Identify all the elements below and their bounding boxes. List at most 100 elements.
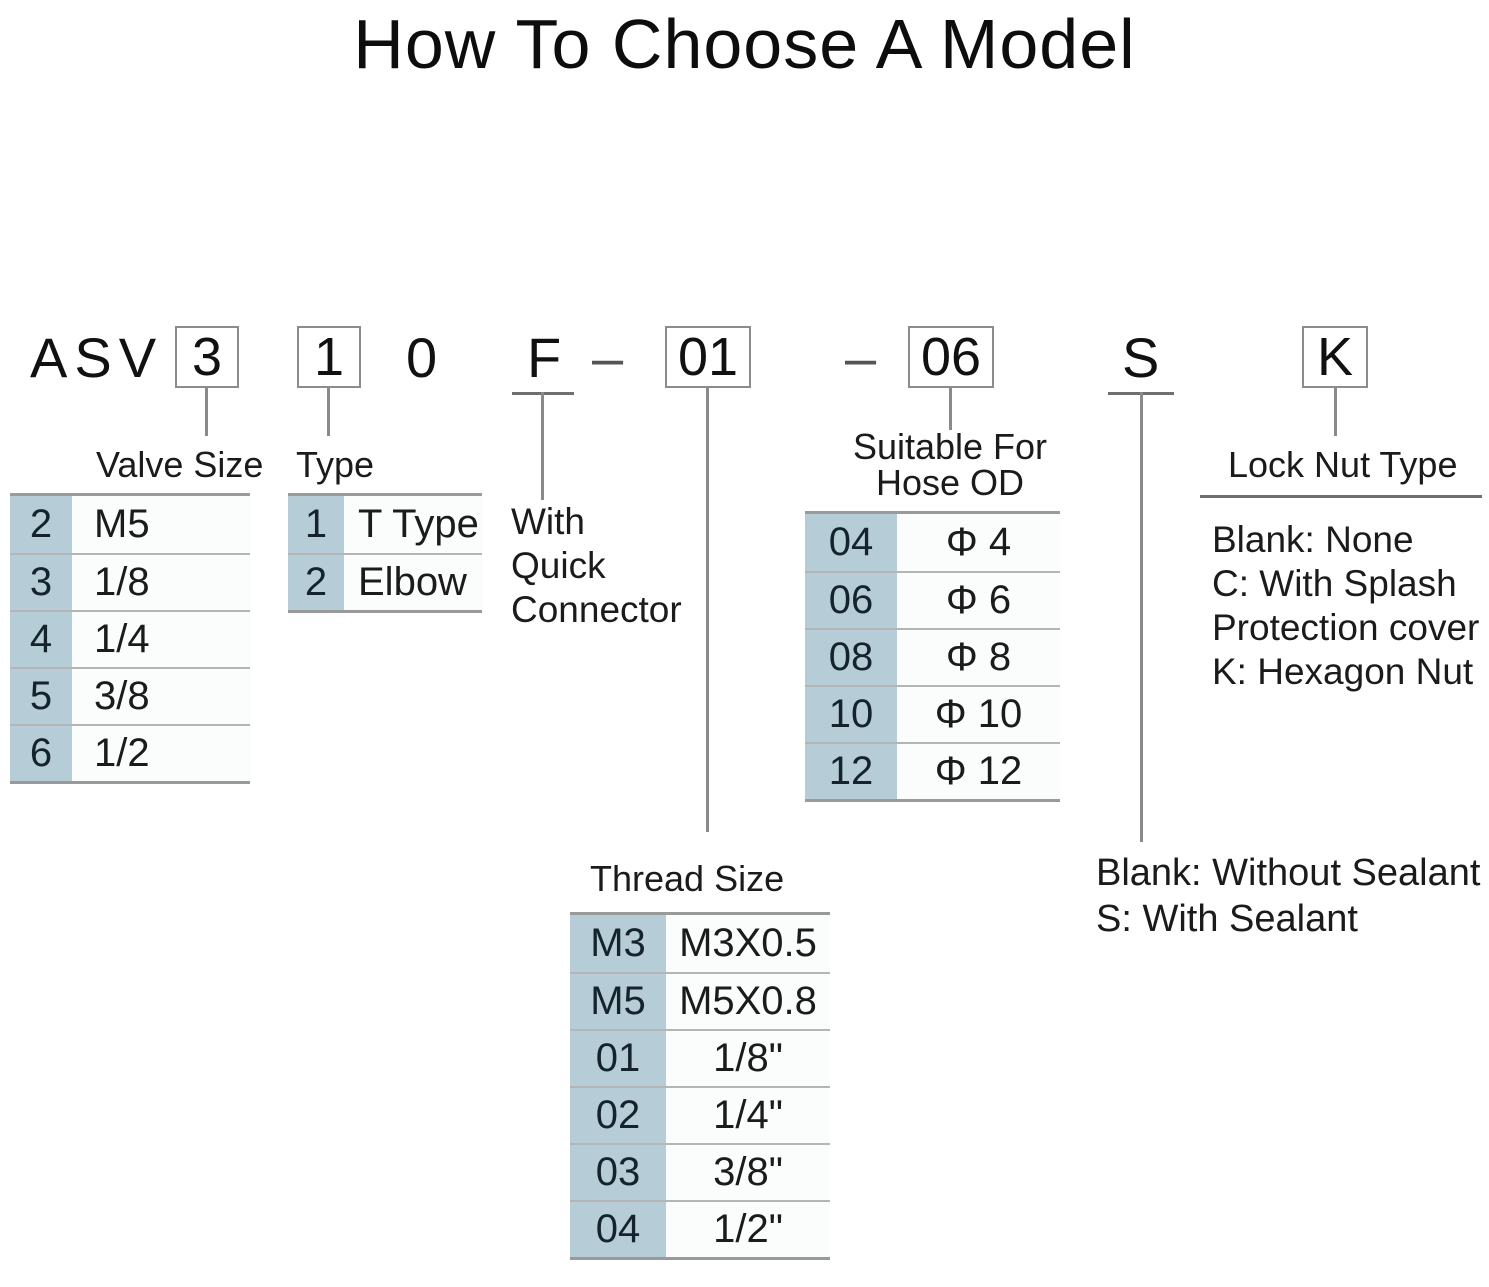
table-row: 08 Φ 8	[805, 628, 1060, 685]
note-sealant: Blank: Without Sealant S: With Sealant	[1096, 850, 1480, 942]
model-code-lock-nut-box[interactable]: K	[1302, 326, 1368, 388]
row-key: M3	[570, 915, 666, 972]
row-value: 1/8"	[666, 1031, 830, 1086]
row-key: 5	[10, 669, 72, 724]
caption-hose-od-line2: Hose OD	[875, 462, 1025, 503]
row-key: 2	[10, 496, 72, 553]
model-code-zero: 0	[406, 326, 438, 389]
note-line: Quick	[511, 545, 606, 586]
table-rule-bottom	[288, 610, 482, 613]
table-row: M3 M3X0.5	[570, 915, 830, 972]
note-line: With	[511, 501, 585, 542]
row-value: Φ 8	[897, 630, 1060, 685]
leader-line-thread-size	[706, 388, 709, 832]
row-key: 02	[570, 1088, 666, 1143]
table-type: 1 T Type 2 Elbow	[288, 493, 482, 613]
model-code-dash-1: –	[592, 326, 624, 389]
divider-lock-nut-type	[1200, 495, 1482, 498]
row-value: Φ 4	[897, 514, 1060, 571]
caption-lock-nut-type: Lock Nut Type	[1228, 444, 1458, 485]
table-row: 6 1/2	[10, 724, 250, 781]
table-row: 01 1/8"	[570, 1029, 830, 1086]
model-code-type-box[interactable]: 1	[297, 326, 361, 388]
table-row: 03 3/8"	[570, 1143, 830, 1200]
row-value: 1/2	[72, 726, 250, 781]
row-value: 3/8"	[666, 1145, 830, 1200]
table-row: 4 1/4	[10, 610, 250, 667]
leader-line-valve-size	[205, 388, 208, 436]
note-line: K: Hexagon Nut	[1212, 651, 1474, 692]
row-key: 01	[570, 1031, 666, 1086]
row-value: 1/2"	[666, 1202, 830, 1257]
row-value: Elbow	[344, 555, 482, 610]
row-value: 1/4	[72, 612, 250, 667]
table-row: 3 1/8	[10, 553, 250, 610]
row-key: M5	[570, 974, 666, 1029]
note-lock-nut-type: Blank: None C: With Splash Protection co…	[1212, 518, 1479, 694]
table-row: 10 Φ 10	[805, 685, 1060, 742]
table-row: 1 T Type	[288, 496, 482, 553]
caption-hose-od-line1: Suitable For	[852, 426, 1048, 467]
model-code-sealant: S	[1122, 326, 1160, 389]
table-rule-top	[288, 493, 482, 496]
row-key: 2	[288, 555, 344, 610]
note-quick-connector: With Quick Connector	[511, 500, 682, 632]
row-value: M5X0.8	[666, 974, 830, 1029]
model-code-dash-2: –	[845, 326, 877, 389]
row-key: 04	[805, 514, 897, 571]
row-key: 10	[805, 687, 897, 742]
note-line: Blank: Without Sealant	[1096, 852, 1481, 894]
row-value: M3X0.5	[666, 915, 830, 972]
table-row: 02 1/4"	[570, 1086, 830, 1143]
row-value: Φ 12	[897, 744, 1060, 799]
leader-line-type	[327, 388, 330, 436]
row-value: 3/8	[72, 669, 250, 724]
table-row: 2 M5	[10, 496, 250, 553]
caption-thread-size: Thread Size	[590, 858, 785, 899]
table-rule-bottom	[10, 781, 250, 784]
row-key: 4	[10, 612, 72, 667]
page-title: How To Choose A Model	[353, 5, 1136, 83]
table-row: 2 Elbow	[288, 553, 482, 610]
table-row: 12 Φ 12	[805, 742, 1060, 799]
table-rule-bottom	[570, 1257, 830, 1260]
table-rule-top	[805, 511, 1060, 514]
model-code-prefix: ASV	[30, 326, 164, 389]
note-line: Protection cover	[1212, 607, 1480, 648]
row-key: 1	[288, 496, 344, 553]
note-line: S: With Sealant	[1096, 898, 1358, 940]
caption-type: Type	[296, 444, 375, 485]
table-rule-bottom	[805, 799, 1060, 802]
row-value: 1/8	[72, 555, 250, 610]
model-code-valve-size-box[interactable]: 3	[175, 326, 239, 388]
table-row: 5 3/8	[10, 667, 250, 724]
model-code-quick-connector: F	[527, 326, 562, 389]
row-key: 3	[10, 555, 72, 610]
row-key: 08	[805, 630, 897, 685]
table-row: M5 M5X0.8	[570, 972, 830, 1029]
note-line: Blank: None	[1212, 519, 1414, 560]
row-value: T Type	[344, 496, 482, 553]
row-value: 1/4"	[666, 1088, 830, 1143]
leader-line-quick-connector	[541, 392, 544, 500]
table-thread-size: M3 M3X0.5 M5 M5X0.8 01 1/8" 02 1/4" 03 3…	[570, 912, 830, 1260]
row-key: 6	[10, 726, 72, 781]
leader-line-sealant	[1140, 392, 1143, 842]
row-key: 12	[805, 744, 897, 799]
row-value: M5	[72, 496, 250, 553]
table-rule-top	[570, 912, 830, 915]
row-value: Φ 10	[897, 687, 1060, 742]
note-line: Connector	[511, 589, 682, 630]
table-row: 04 1/2"	[570, 1200, 830, 1257]
table-row: 06 Φ 6	[805, 571, 1060, 628]
table-rule-top	[10, 493, 250, 496]
row-key: 03	[570, 1145, 666, 1200]
table-valve-size: 2 M5 3 1/8 4 1/4 5 3/8 6 1/2	[10, 493, 250, 784]
model-code-thread-size-box[interactable]: 01	[665, 326, 751, 388]
row-value: Φ 6	[897, 573, 1060, 628]
note-line: C: With Splash	[1212, 563, 1457, 604]
model-code-hose-od-box[interactable]: 06	[908, 326, 994, 388]
caption-valve-size: Valve Size	[96, 444, 264, 485]
row-key: 06	[805, 573, 897, 628]
